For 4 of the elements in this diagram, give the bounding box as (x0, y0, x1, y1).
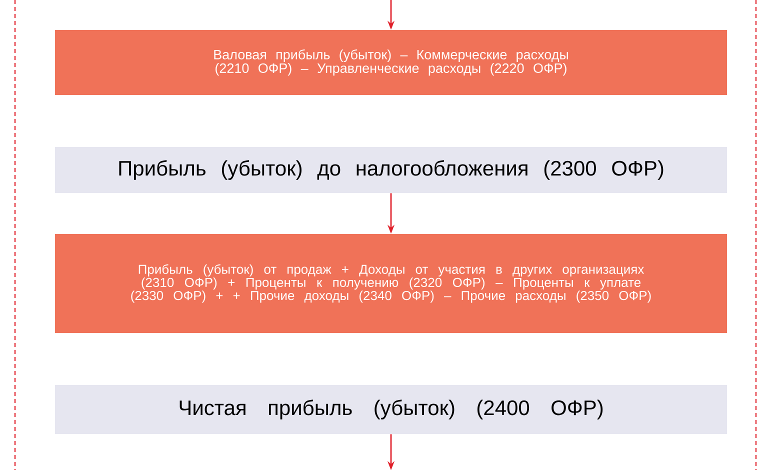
result-box: Прибыль (убыток) до налогообложения (2300 ОФР) (55, 147, 727, 193)
formula-box: Прибыль (убыток) от продаж + Доходы от участия в других организациях (2310 ОФР) + Проценты к получению (2320 ОФР) – Проценты к уплате (2330 ОФР) + + Прочие доходы (2340 ОФР) – Прочие расходы (2350 ОФР) (55, 234, 727, 333)
result-box: Чистая прибыль (убыток) (2400 ОФР) (55, 385, 727, 434)
formula-box: Валовая прибыль (убыток) – Коммерческие расходы (2210 ОФР) – Управленческие расходы (2220 ОФР) (55, 30, 727, 95)
